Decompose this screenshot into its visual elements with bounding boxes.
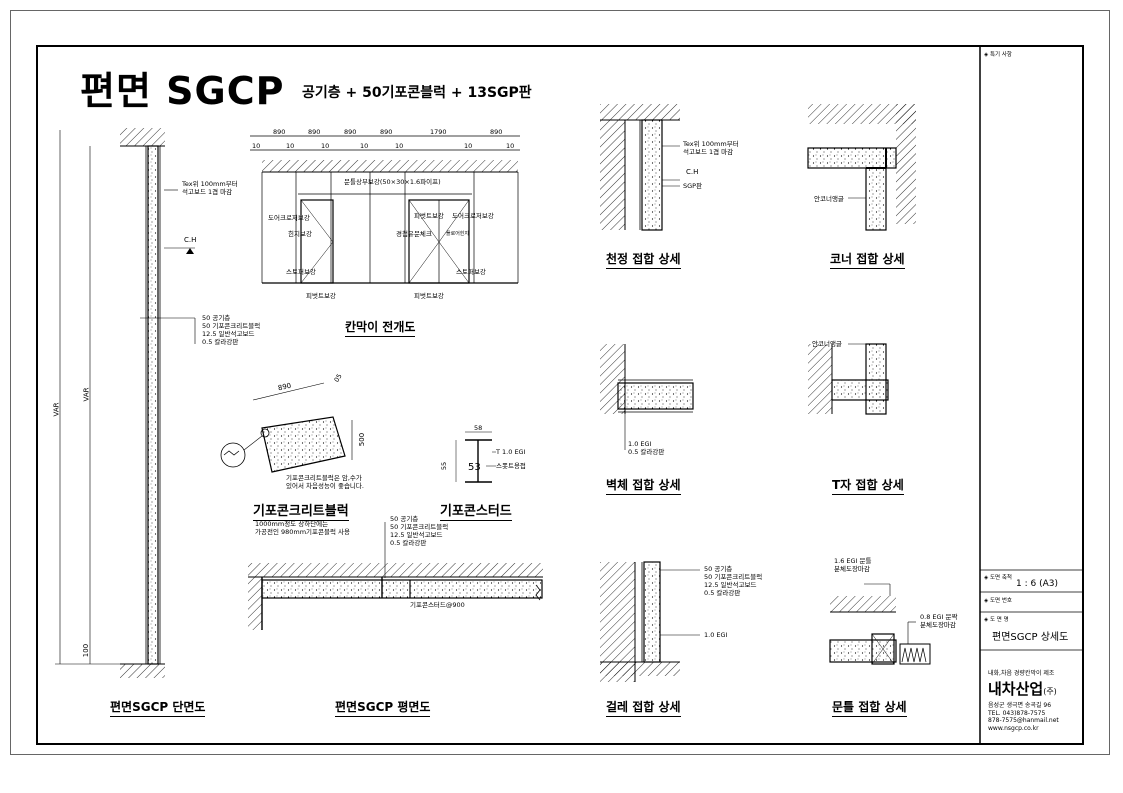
ceiling-sgp-label: SGP판 <box>683 182 703 190</box>
elev-sub-5: 10 <box>395 142 404 150</box>
stud-weld: 스폿트용접 <box>496 462 526 470</box>
frame-caption: 문틀 접합 상세 <box>832 698 907 717</box>
base-caption: 걸레 접합 상세 <box>606 698 681 717</box>
elev-label-stopper-left: 스토퍼보강 <box>286 268 316 276</box>
tee-caption: T자 접합 상세 <box>832 476 904 495</box>
elevation-caption: 칸막이 전개도 <box>345 318 416 337</box>
corner-caption: 코너 접합 상세 <box>830 250 905 269</box>
elev-sub-7: 10 <box>506 142 515 150</box>
plan-view <box>248 522 543 630</box>
elev-sub-6: 10 <box>464 142 473 150</box>
plan-stud-note: 기포콘스터드@900 <box>410 601 465 609</box>
base-detail <box>600 561 700 682</box>
elev-dim-4: 890 <box>380 128 393 136</box>
block-view <box>220 382 353 473</box>
tb-company-block: 내차산업(주) <box>988 678 1057 699</box>
tb-scale-label: ◈ 도면 축척 <box>984 575 1012 581</box>
elev-label-check: 경첩유문체크 <box>396 230 432 238</box>
tb-drawing-name: 편면SGCP 상세도 <box>992 632 1069 643</box>
corner-angle-label: 안코너앵글 <box>814 195 844 203</box>
tb-company: 내차산업 <box>988 680 1044 698</box>
block-dim-height: 500 <box>358 432 367 447</box>
section-dim-var-inner: VAR <box>82 387 91 402</box>
block-caption: 기포콘크리트블럭 <box>253 500 349 521</box>
ceiling-caption: 천정 접합 상세 <box>606 250 681 269</box>
elev-label-closer-right: 도어크로저보강 <box>452 212 494 220</box>
stud-dim-53: 53 <box>468 462 481 473</box>
tee-detail <box>808 343 889 415</box>
elev-label-closer-left: 도어크로저보강 <box>268 214 310 222</box>
tb-company-suffix: (주) <box>1043 687 1057 696</box>
tb-name-label: ◈ 도 면 명 <box>984 617 1009 623</box>
section-caption: 편면SGCP 단면도 <box>110 698 206 717</box>
stud-thickness: T 1.0 EGI <box>496 448 526 456</box>
section-dim-100: 100 <box>82 643 91 658</box>
section-dim-var-outer: VAR <box>52 402 61 417</box>
elev-sub-1: 10 <box>252 142 261 150</box>
sheet-outer-border <box>10 10 1110 755</box>
wall-detail <box>600 344 694 450</box>
elev-dim-3: 890 <box>344 128 357 136</box>
section-view <box>55 128 196 678</box>
elev-label-hinge: 힌지보강 <box>288 230 312 238</box>
elev-label-floor-hinge: 플로어힌지 <box>446 231 470 237</box>
tb-maker: 내화,차음 경량칸막이 제조 <box>988 670 1055 677</box>
elev-dim-6: 890 <box>490 128 503 136</box>
plan-caption: 편면SGCP 평면도 <box>335 698 431 717</box>
sheet-inner-border <box>36 45 1084 745</box>
elev-label-stopper-right: 스토퍼보강 <box>456 268 486 276</box>
elev-sub-4: 10 <box>360 142 369 150</box>
tb-scale: 1 : 6 (A3) <box>1016 579 1058 589</box>
drawing-title: 편면 SGCP <box>80 69 285 113</box>
elev-label-pivot-right: 피벗트보강 <box>414 292 444 300</box>
elev-dim-1: 890 <box>273 128 286 136</box>
stud-dim-height: 55 <box>440 461 449 471</box>
ceiling-ch-label: C.H <box>686 168 699 176</box>
base-egi-label: 1.0 EGI <box>704 631 728 639</box>
stud-caption: 기포콘스터드 <box>440 500 512 521</box>
elev-sub-3: 10 <box>321 142 330 150</box>
tb-notes-label: ◈ 특기 사항 <box>984 52 1012 58</box>
elev-label-pivot-top: 피벗트보강 <box>414 212 444 220</box>
elev-dim-5: 1790 <box>430 128 447 136</box>
wall-caption: 벽체 접합 상세 <box>606 476 681 495</box>
corner-detail <box>807 104 916 231</box>
elev-dim-2: 890 <box>308 128 321 136</box>
drawing-subtitle: 공기층 + 50기포콘블럭 + 13SGP판 <box>302 85 532 101</box>
elev-label-top: 문틀상부보강(50×30×1.6파이프) <box>344 178 441 186</box>
tee-angle-label: 안코너앵글 <box>812 340 842 348</box>
ceiling-detail <box>600 104 680 231</box>
frame-detail <box>829 583 931 665</box>
stud-dim-width: 58 <box>474 424 483 432</box>
tb-number-label: ◈ 도면 번호 <box>984 598 1012 604</box>
stud-view <box>455 431 496 483</box>
elev-label-pivot-left: 피벗트보강 <box>306 292 336 300</box>
elevation-view <box>250 135 520 284</box>
section-ch-label: C.H <box>184 236 197 244</box>
elev-sub-2: 10 <box>286 142 295 150</box>
